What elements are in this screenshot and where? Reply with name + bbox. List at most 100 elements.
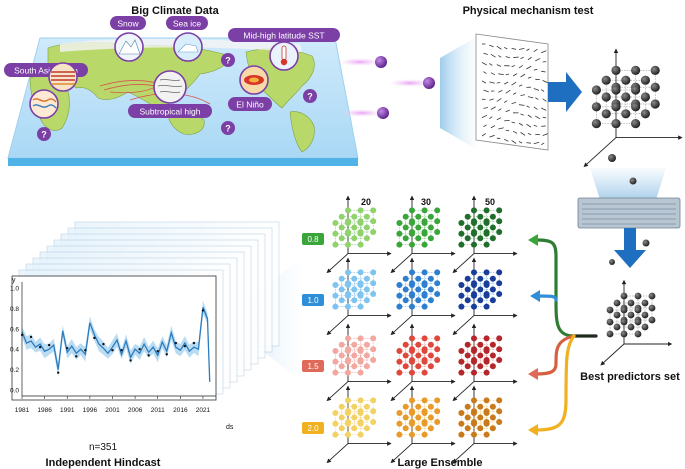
ensemble-cell-node: [458, 358, 465, 365]
question-badge-4: ?: [221, 121, 235, 135]
ensemble-cell-node: [338, 224, 345, 231]
ensemble-cell-node: [396, 431, 403, 438]
best-predictors-lattice-node: [613, 299, 621, 307]
vector-arrow: [520, 56, 524, 60]
ensemble-cell-node: [363, 286, 370, 293]
predictor-lattice-node: [591, 102, 602, 112]
vector-arrow: [527, 133, 532, 136]
ensemble-cell-node: [332, 292, 339, 299]
ensemble-cell-node: [332, 303, 339, 310]
vector-arrow: [498, 127, 504, 130]
vector-arrow: [533, 88, 540, 91]
ensemble-cell-node: [338, 414, 345, 421]
ensemble-cell-node: [415, 414, 422, 421]
ensemble-cell-node: [434, 346, 441, 353]
vector-arrow: [533, 106, 538, 110]
ensemble-cell-axis: [326, 381, 349, 402]
ensemble-col-header: 30: [421, 197, 431, 207]
ensemble-cell-node: [477, 425, 484, 432]
hindcast-x-tick: 1981: [15, 407, 30, 414]
ensemble-cell-node: [458, 420, 465, 427]
ensemble-cell-node: [415, 403, 422, 410]
ensemble-cell-node: [396, 410, 403, 416]
ensemble-cell-node: [357, 369, 364, 376]
vector-arrow: [503, 100, 508, 103]
ensemble-cell-node: [471, 369, 477, 376]
predictor-lattice-node: [631, 102, 641, 112]
ensemble-cell-node: [351, 286, 358, 293]
ensemble-cell: [390, 195, 456, 274]
ensemble-cell-node: [370, 218, 377, 225]
vector-arrow: [527, 96, 534, 99]
ensemble-cell-node: [357, 207, 364, 214]
svg-text:?: ?: [225, 124, 231, 134]
ensemble-cell-node: [464, 341, 471, 348]
ensemble-cell-node: [434, 207, 441, 214]
ensemble-cell-node: [464, 275, 471, 282]
ensemble-cell-node: [483, 410, 490, 416]
ensemble-cell-node: [338, 403, 345, 410]
question-badge-2: ?: [221, 53, 235, 67]
predictor-lattice-node: [601, 75, 611, 85]
ensemble-cell-node: [409, 369, 415, 376]
svg-text:El Niño: El Niño: [236, 100, 264, 110]
best-predictors-lattice-node: [627, 311, 635, 319]
ensemble-col-header: 20: [361, 197, 371, 207]
ensemble-column-headers: 20 30 50: [361, 197, 495, 207]
ensemble-cell-node: [483, 358, 490, 365]
ensemble-cell-node: [489, 297, 496, 304]
hindcast-point: [183, 344, 187, 348]
vector-arrow: [504, 119, 510, 122]
ensemble-cell-node: [415, 275, 422, 282]
ensemble-cell-node: [471, 431, 477, 438]
ensemble-cell-node: [458, 431, 465, 438]
vector-arrow: [511, 65, 516, 68]
vector-arrow: [490, 125, 495, 129]
vector-arrow: [511, 101, 517, 104]
best-predictors-lattice-node: [620, 330, 628, 338]
hindcast-point: [111, 349, 114, 352]
ensemble-cell-node: [483, 220, 490, 226]
hindcast-point: [138, 348, 141, 351]
vector-arrow: [511, 121, 516, 124]
vector-arrow: [520, 131, 526, 136]
ensemble-cell: [452, 385, 518, 464]
ensemble-cell-node: [471, 420, 477, 427]
best-predictors-lattice-node: [641, 323, 649, 331]
ensemble-cell-node: [464, 363, 471, 370]
vector-arrow: [518, 141, 523, 144]
best-predictors-lattice-axis: [600, 343, 625, 366]
ensemble-cell-node: [396, 358, 403, 365]
ensemble-cell-node: [402, 403, 409, 410]
ensemble-cell-node: [332, 220, 339, 226]
hindcast-point: [147, 354, 150, 357]
hindcast-point: [192, 341, 196, 345]
ensemble-cell-node: [402, 425, 409, 432]
ensemble-cell-node: [409, 358, 415, 365]
ensemble-cell-node: [409, 397, 415, 404]
ensemble-cell-node: [370, 357, 377, 363]
vector-arrow: [541, 50, 547, 54]
ensemble-cell-node: [496, 207, 503, 214]
ensemble-cell-node: [415, 297, 422, 304]
ensemble-cell-node: [427, 235, 434, 242]
ensemble-cell-node: [338, 425, 345, 432]
vector-arrow: [505, 129, 510, 132]
predictor-lattice-node: [601, 109, 611, 119]
ensemble-cell-node: [477, 213, 484, 220]
hindcast-y-tick: 1.0: [10, 286, 19, 293]
ensemble-cell-node: [338, 286, 345, 293]
ensemble-cell-node: [483, 369, 490, 376]
hindcast-band: [22, 300, 208, 377]
ensemble-cell-node: [363, 224, 370, 231]
ensemble-cell-node: [363, 414, 370, 421]
mechanism-arrow: [548, 72, 582, 112]
ensemble-cell-node: [345, 207, 351, 214]
ensemble-cell-node: [332, 358, 339, 365]
ensemble-cell-node: [357, 410, 364, 416]
tag-mid-high-sst: Mid-high latitude SST: [228, 28, 340, 42]
ensemble-cell-node: [363, 425, 370, 432]
ensemble-cell-node: [421, 269, 428, 276]
ensemble-cell-node: [345, 335, 351, 342]
best-predictors-lattice-node: [613, 311, 621, 319]
